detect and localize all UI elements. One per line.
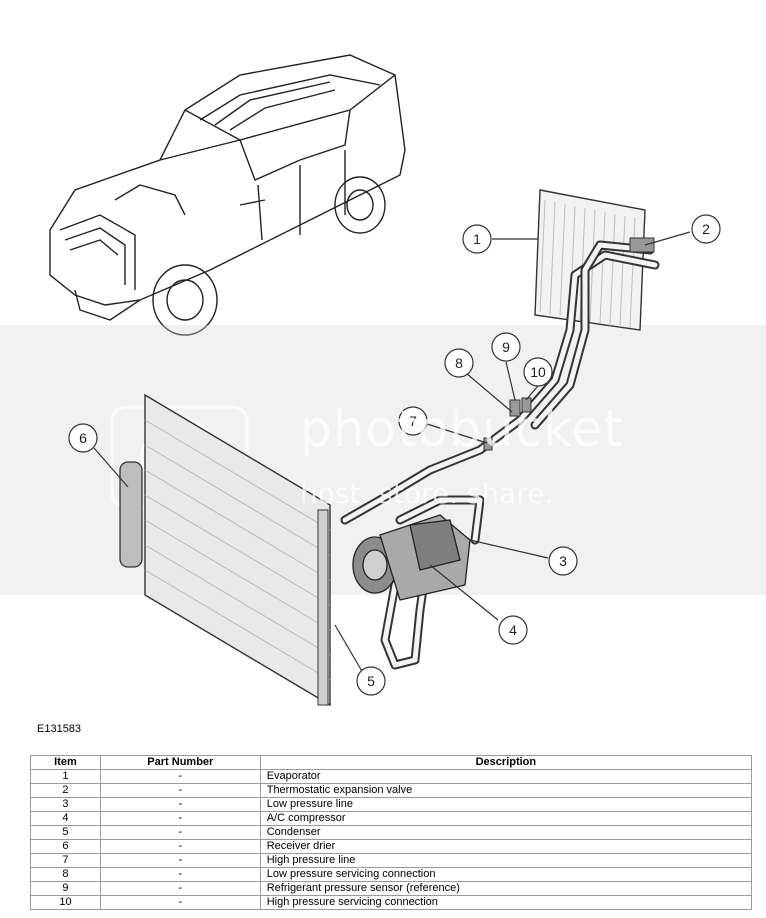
callout-9: 9 [502,339,510,355]
cell-item: 4 [30,811,101,826]
cell-description: High pressure line [259,853,753,868]
receiver-drier-illustration [119,461,143,568]
table-row: 5-Condenser [30,825,753,840]
table-header-row: Item Part Number Description [30,755,753,770]
cell-item: 5 [30,825,101,840]
cell-description: Evaporator [259,769,753,784]
cell-item: 3 [30,797,101,812]
callout-6: 6 [79,430,87,446]
cell-part-number: - [99,797,261,812]
cell-item: 10 [30,895,101,910]
header-description: Description [259,755,753,770]
cell-description: High pressure servicing connection [259,895,753,910]
table-row: 8-Low pressure servicing connection [30,867,753,882]
cell-item: 6 [30,839,101,854]
cell-description: Low pressure servicing connection [259,867,753,882]
header-item: Item [30,755,101,770]
cell-part-number: - [99,839,261,854]
watermark-subtext: host. store. share. [300,477,554,510]
callout-2: 2 [702,221,710,237]
cell-item: 1 [30,769,101,784]
table-row: 3-Low pressure line [30,797,753,812]
cell-description: Low pressure line [259,797,753,812]
cell-part-number: - [99,867,261,882]
header-part-number: Part Number [99,755,261,770]
table-row: 6-Receiver drier [30,839,753,854]
cell-item: 9 [30,881,101,896]
cell-item: 8 [30,867,101,882]
figure-id: E131583 [37,723,82,735]
cell-part-number: - [99,783,261,798]
cell-item: 2 [30,783,101,798]
cell-description: Thermostatic expansion valve [259,783,753,798]
callout-4: 4 [509,622,517,638]
cell-part-number: - [99,853,261,868]
ac-system-diagram: 1 2 3 4 5 6 7 8 9 10 photobucket host. s… [0,54,766,707]
cell-item: 7 [30,853,101,868]
cell-part-number: - [99,769,261,784]
callout-1: 1 [473,231,481,247]
callout-10: 10 [530,364,546,380]
cell-part-number: - [99,825,261,840]
table-row: 4-A/C compressor [30,811,753,826]
table-row: 1-Evaporator [30,769,753,784]
callout-7: 7 [409,413,417,429]
cell-description: Condenser [259,825,753,840]
condenser-illustration [144,393,331,707]
cell-part-number: - [99,811,261,826]
callout-5: 5 [367,673,375,689]
cell-part-number: - [99,881,261,896]
table-row: 7-High pressure line [30,853,753,868]
cell-description: A/C compressor [259,811,753,826]
vehicle-illustration [49,54,406,336]
table-row: 10-High pressure servicing connection [30,895,753,910]
cell-part-number: - [99,895,261,910]
callout-3: 3 [559,553,567,569]
cell-description: Refrigerant pressure sensor (reference) [259,881,753,896]
callout-8: 8 [455,355,463,371]
parts-table: Item Part Number Description 1-Evaporato… [30,755,753,910]
table-row: 2-Thermostatic expansion valve [30,783,753,798]
cell-description: Receiver drier [259,839,753,854]
watermark-text: photobucket [300,400,624,458]
table-row: 9-Refrigerant pressure sensor (reference… [30,881,753,896]
